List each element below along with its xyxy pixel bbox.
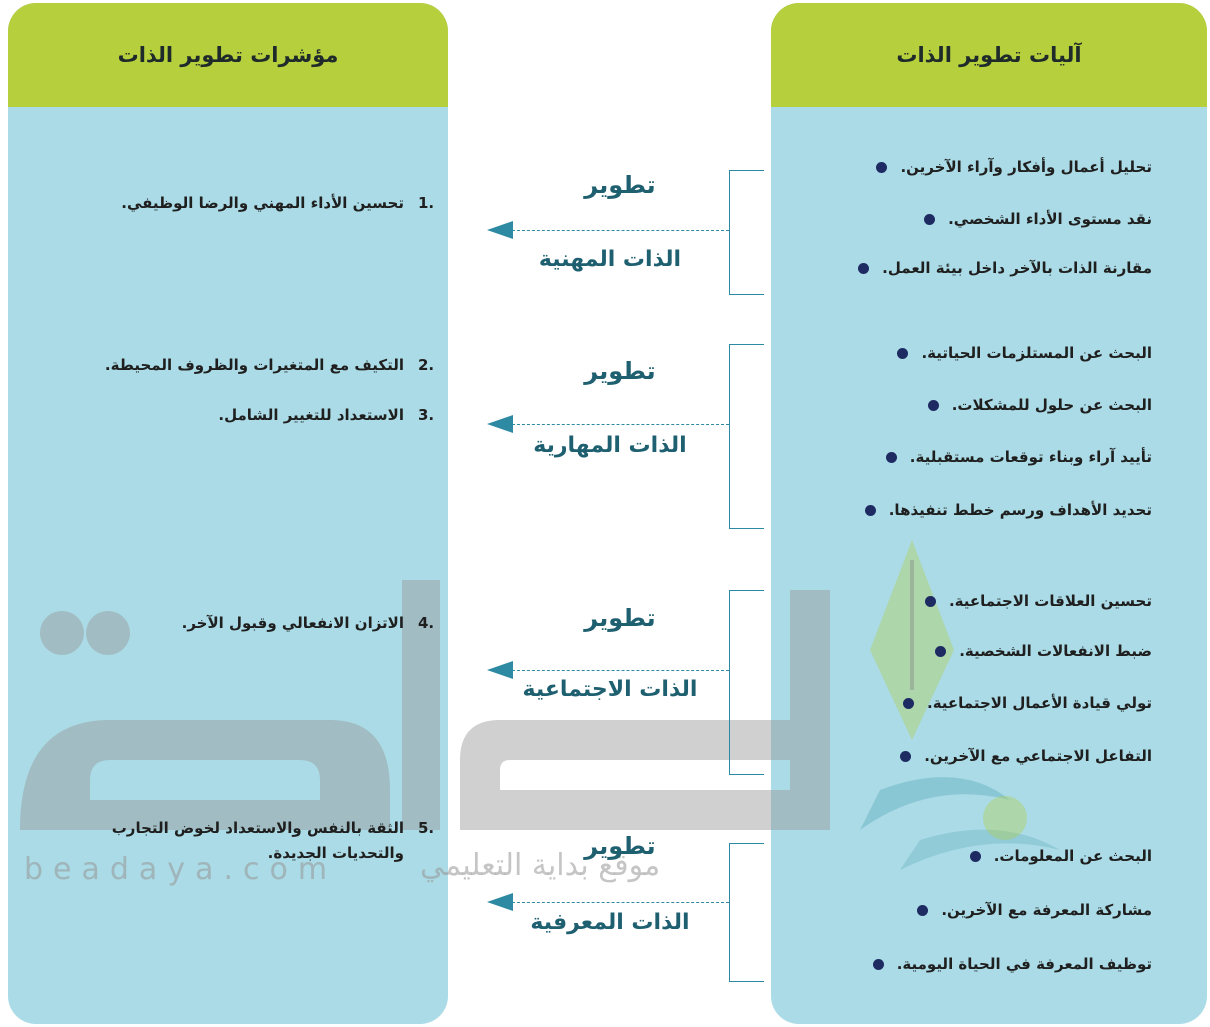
mechanisms-header: آليات تطوير الذات — [771, 3, 1207, 107]
group-bracket — [729, 344, 764, 529]
indicator-line: والتحديات الجديدة. — [267, 844, 404, 862]
indicator-text: تحسين الأداء المهني والرضا الوظيفي. — [121, 191, 404, 216]
indicators-header: مؤشرات تطوير الذات — [8, 3, 448, 107]
arrow-left-icon — [487, 221, 513, 239]
mechanism-item: تأييد آراء وبناء توقعات مستقبلية. — [885, 448, 1152, 466]
mechanism-item: نقد مستوى الأداء الشخصي. — [924, 210, 1152, 228]
connector-line — [512, 670, 729, 671]
mechanism-item: البحث عن المستلزمات الحياتية. — [897, 344, 1152, 362]
indicator-number: 1. — [418, 194, 435, 212]
bullet-icon — [858, 262, 870, 274]
arrow-left-icon — [487, 661, 513, 679]
group-label-top: تطوير — [584, 171, 656, 199]
bullet-icon — [885, 451, 897, 463]
connector-line — [512, 424, 729, 425]
indicator-line: الثقة بالنفس والاستعداد لخوض التجارب — [111, 819, 404, 837]
mechanism-text: التفاعل الاجتماعي مع الآخرين. — [924, 747, 1152, 765]
indicator-item: 1. تحسين الأداء المهني والرضا الوظيفي. — [121, 191, 440, 216]
group-label-bottom: الذات المهنية — [538, 247, 682, 272]
indicator-line: الاتزان الانفعالي وقبول الآخر. — [181, 614, 404, 632]
bullet-icon — [872, 958, 884, 970]
group-label-top: تطوير — [584, 604, 656, 632]
bullet-icon — [927, 399, 939, 411]
group-label-bottom: الذات المعرفية — [530, 910, 690, 935]
mechanism-text: تحسين العلاقات الاجتماعية. — [948, 592, 1152, 610]
mechanism-text: مشاركة المعرفة مع الآخرين. — [941, 901, 1152, 919]
mechanism-item: البحث عن المعلومات. — [969, 847, 1152, 865]
group-bracket — [729, 590, 764, 775]
bullet-icon — [924, 213, 936, 225]
mechanism-text: نقد مستوى الأداء الشخصي. — [948, 210, 1152, 228]
indicator-text: التكيف مع المتغيرات والظروف المحيطة. — [105, 353, 404, 378]
indicator-line: تحسين الأداء المهني والرضا الوظيفي. — [121, 194, 404, 212]
indicator-text: الثقة بالنفس والاستعداد لخوض التجارب والت… — [112, 816, 404, 866]
indicator-number: 5. — [418, 819, 435, 837]
group-label-top: تطوير — [584, 832, 656, 860]
indicator-item: 3. الاستعداد للتغيير الشامل. — [218, 403, 440, 428]
mechanism-item: ضبط الانفعالات الشخصية. — [935, 642, 1152, 660]
mechanism-item: توظيف المعرفة في الحياة اليومية. — [872, 955, 1152, 973]
group-label-top: تطوير — [584, 357, 656, 385]
bullet-icon — [864, 504, 876, 516]
indicator-number: 2. — [418, 356, 435, 374]
bullet-icon — [935, 645, 947, 657]
mechanism-text: تحديد الأهداف ورسم خطط تنفيذها. — [888, 501, 1152, 519]
mechanism-item: البحث عن حلول للمشكلات. — [927, 396, 1152, 414]
group-label-bottom: الذات المهارية — [533, 433, 687, 458]
bullet-icon — [969, 850, 981, 862]
indicator-number: 3. — [418, 406, 435, 424]
group-bracket — [729, 843, 764, 982]
indicator-line: الاستعداد للتغيير الشامل. — [218, 406, 404, 424]
mechanism-text: تأييد آراء وبناء توقعات مستقبلية. — [909, 448, 1152, 466]
mechanism-item: تحديد الأهداف ورسم خطط تنفيذها. — [864, 501, 1152, 519]
group-bracket — [729, 170, 764, 295]
mechanism-text: البحث عن حلول للمشكلات. — [951, 396, 1152, 414]
indicator-item: 5. الثقة بالنفس والاستعداد لخوض التجارب وا… — [112, 816, 440, 866]
mechanism-text: توظيف المعرفة في الحياة اليومية. — [896, 955, 1152, 973]
mechanism-text: تحليل أعمال وأفكار وآراء الآخرين. — [900, 158, 1152, 176]
mechanism-text: ضبط الانفعالات الشخصية. — [959, 642, 1152, 660]
indicator-item: 4. الاتزان الانفعالي وقبول الآخر. — [182, 611, 440, 636]
mechanism-item: مشاركة المعرفة مع الآخرين. — [917, 901, 1152, 919]
bullet-icon — [897, 347, 909, 359]
mechanism-text: تولي قيادة الأعمال الاجتماعية. — [927, 694, 1152, 712]
connector-line — [512, 902, 729, 903]
mechanism-item: تولي قيادة الأعمال الاجتماعية. — [903, 694, 1152, 712]
indicator-text: الاتزان الانفعالي وقبول الآخر. — [182, 611, 404, 636]
arrow-left-icon — [487, 415, 513, 433]
group-label-bottom: الذات الاجتماعية — [522, 677, 698, 702]
mechanism-text: البحث عن المعلومات. — [993, 847, 1152, 865]
bullet-icon — [917, 904, 929, 916]
indicator-number: 4. — [418, 614, 435, 632]
indicator-item: 2. التكيف مع المتغيرات والظروف المحيطة. — [105, 353, 440, 378]
indicator-line: التكيف مع المتغيرات والظروف المحيطة. — [104, 356, 404, 374]
indicators-panel: مؤشرات تطوير الذات — [8, 3, 448, 1024]
arrow-left-icon — [487, 893, 513, 911]
mechanism-text: مقارنة الذات بالآخر داخل بيئة العمل. — [882, 259, 1152, 277]
mechanism-item: تحسين العلاقات الاجتماعية. — [924, 592, 1152, 610]
bullet-icon — [903, 697, 914, 709]
mechanism-item: تحليل أعمال وأفكار وآراء الآخرين. — [876, 158, 1152, 176]
mechanism-text: البحث عن المستلزمات الحياتية. — [921, 344, 1152, 362]
mechanism-item: مقارنة الذات بالآخر داخل بيئة العمل. — [858, 259, 1152, 277]
bullet-icon — [876, 161, 888, 173]
connector-line — [512, 230, 729, 231]
indicator-text: الاستعداد للتغيير الشامل. — [218, 403, 404, 428]
bullet-icon — [924, 595, 936, 607]
mechanisms-panel: آليات تطوير الذات — [771, 3, 1207, 1024]
bullet-icon — [900, 750, 912, 762]
mechanism-item: التفاعل الاجتماعي مع الآخرين. — [900, 747, 1152, 765]
